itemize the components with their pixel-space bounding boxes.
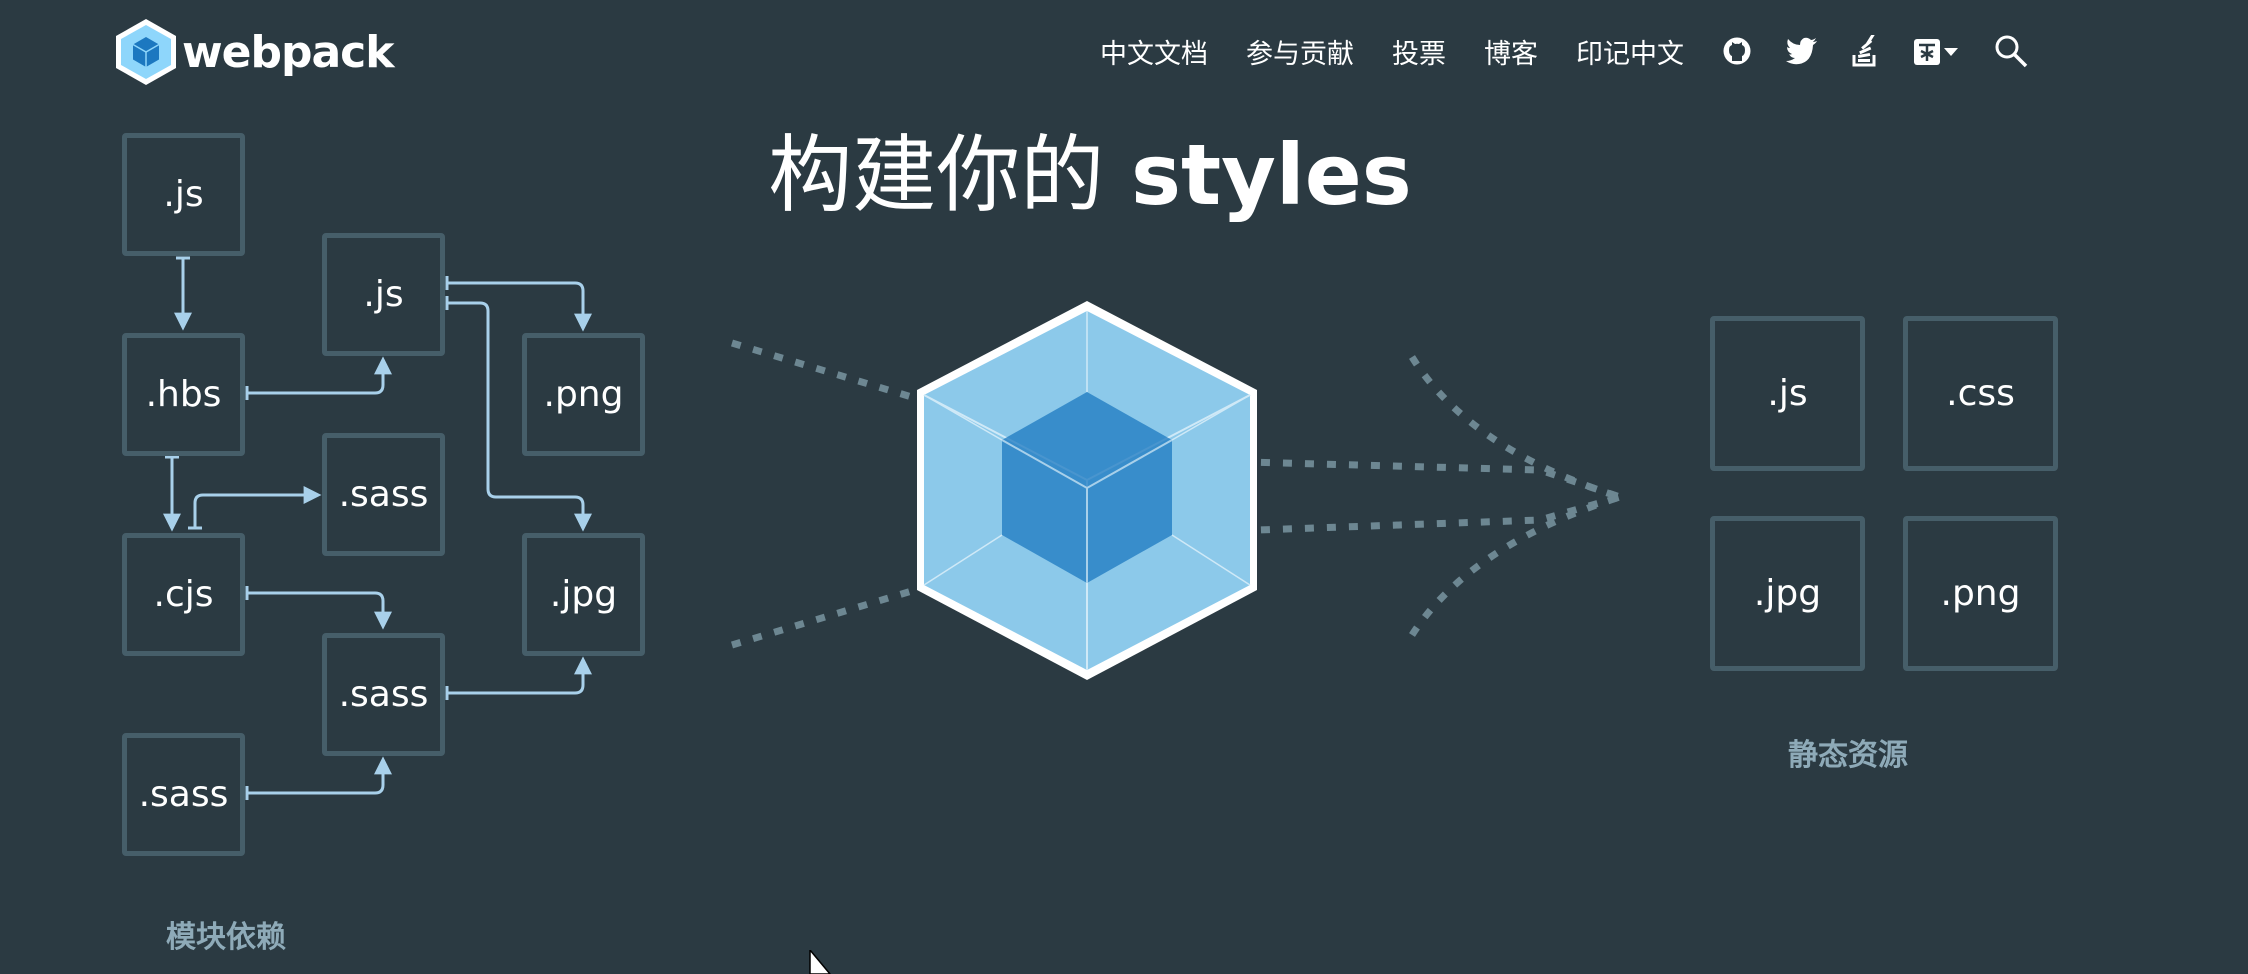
arrow-js-to-png <box>447 281 592 332</box>
module-box-cjs: .cjs <box>122 533 245 656</box>
hero-title-keyword: styles <box>1131 126 1412 224</box>
arrow-sass-to-jpg <box>447 656 592 695</box>
asset-box-js: .js <box>1710 316 1865 471</box>
asset-box-png: .png <box>1903 516 2058 671</box>
search-icon[interactable] <box>1994 34 2028 68</box>
module-box-sass: .sass <box>122 733 245 856</box>
nav-docs[interactable]: 中文文档 <box>1100 38 1208 70</box>
brand-name: webpack <box>182 26 395 78</box>
asset-box-jpg: .jpg <box>1710 516 1865 671</box>
webpack-cube-icon <box>116 19 176 85</box>
hero-title-prefix: 构建你的 <box>768 126 1105 224</box>
asset-box-css: .css <box>1903 316 2058 471</box>
nav-contribute[interactable]: 参与贡献 <box>1246 38 1354 70</box>
arrow-js-to-jpg <box>447 301 592 532</box>
module-box-hbs: .hbs <box>122 333 245 456</box>
module-box-js: .js <box>122 133 245 256</box>
module-box-sass: .sass <box>322 433 445 556</box>
arrow-sass-to-sass <box>247 756 392 795</box>
nav-yinji[interactable]: 印记中文 <box>1576 38 1684 70</box>
webpack-logo[interactable]: webpack <box>114 17 395 87</box>
stackoverflow-icon[interactable] <box>1852 35 1878 67</box>
nav-blog[interactable]: 博客 <box>1484 38 1538 70</box>
assets-caption: 静态资源 <box>1788 738 1908 773</box>
mouse-cursor-icon <box>809 950 831 974</box>
github-icon[interactable] <box>1722 36 1752 66</box>
arrow-cjs-to-sass-mid <box>247 591 392 630</box>
modules-caption: 模块依赖 <box>166 920 286 955</box>
twitter-icon[interactable] <box>1786 37 1818 65</box>
arrow-cjs-to-sass <box>193 486 322 528</box>
flow-lines <box>730 339 1622 649</box>
language-icon[interactable] <box>1912 35 1960 67</box>
module-box-sass: .sass <box>322 633 445 756</box>
module-box-js: .js <box>322 233 445 356</box>
hero-title: 构建你的 styles <box>0 108 2180 229</box>
nav-vote[interactable]: 投票 <box>1392 38 1446 70</box>
arrow-hbs-to-js <box>247 356 392 395</box>
module-box-jpg: .jpg <box>522 533 645 656</box>
webpack-cube-graphic <box>917 301 1257 680</box>
main-nav: 中文文档 参与贡献 投票 博客 印记中文 <box>1100 26 2062 76</box>
module-box-png: .png <box>522 333 645 456</box>
